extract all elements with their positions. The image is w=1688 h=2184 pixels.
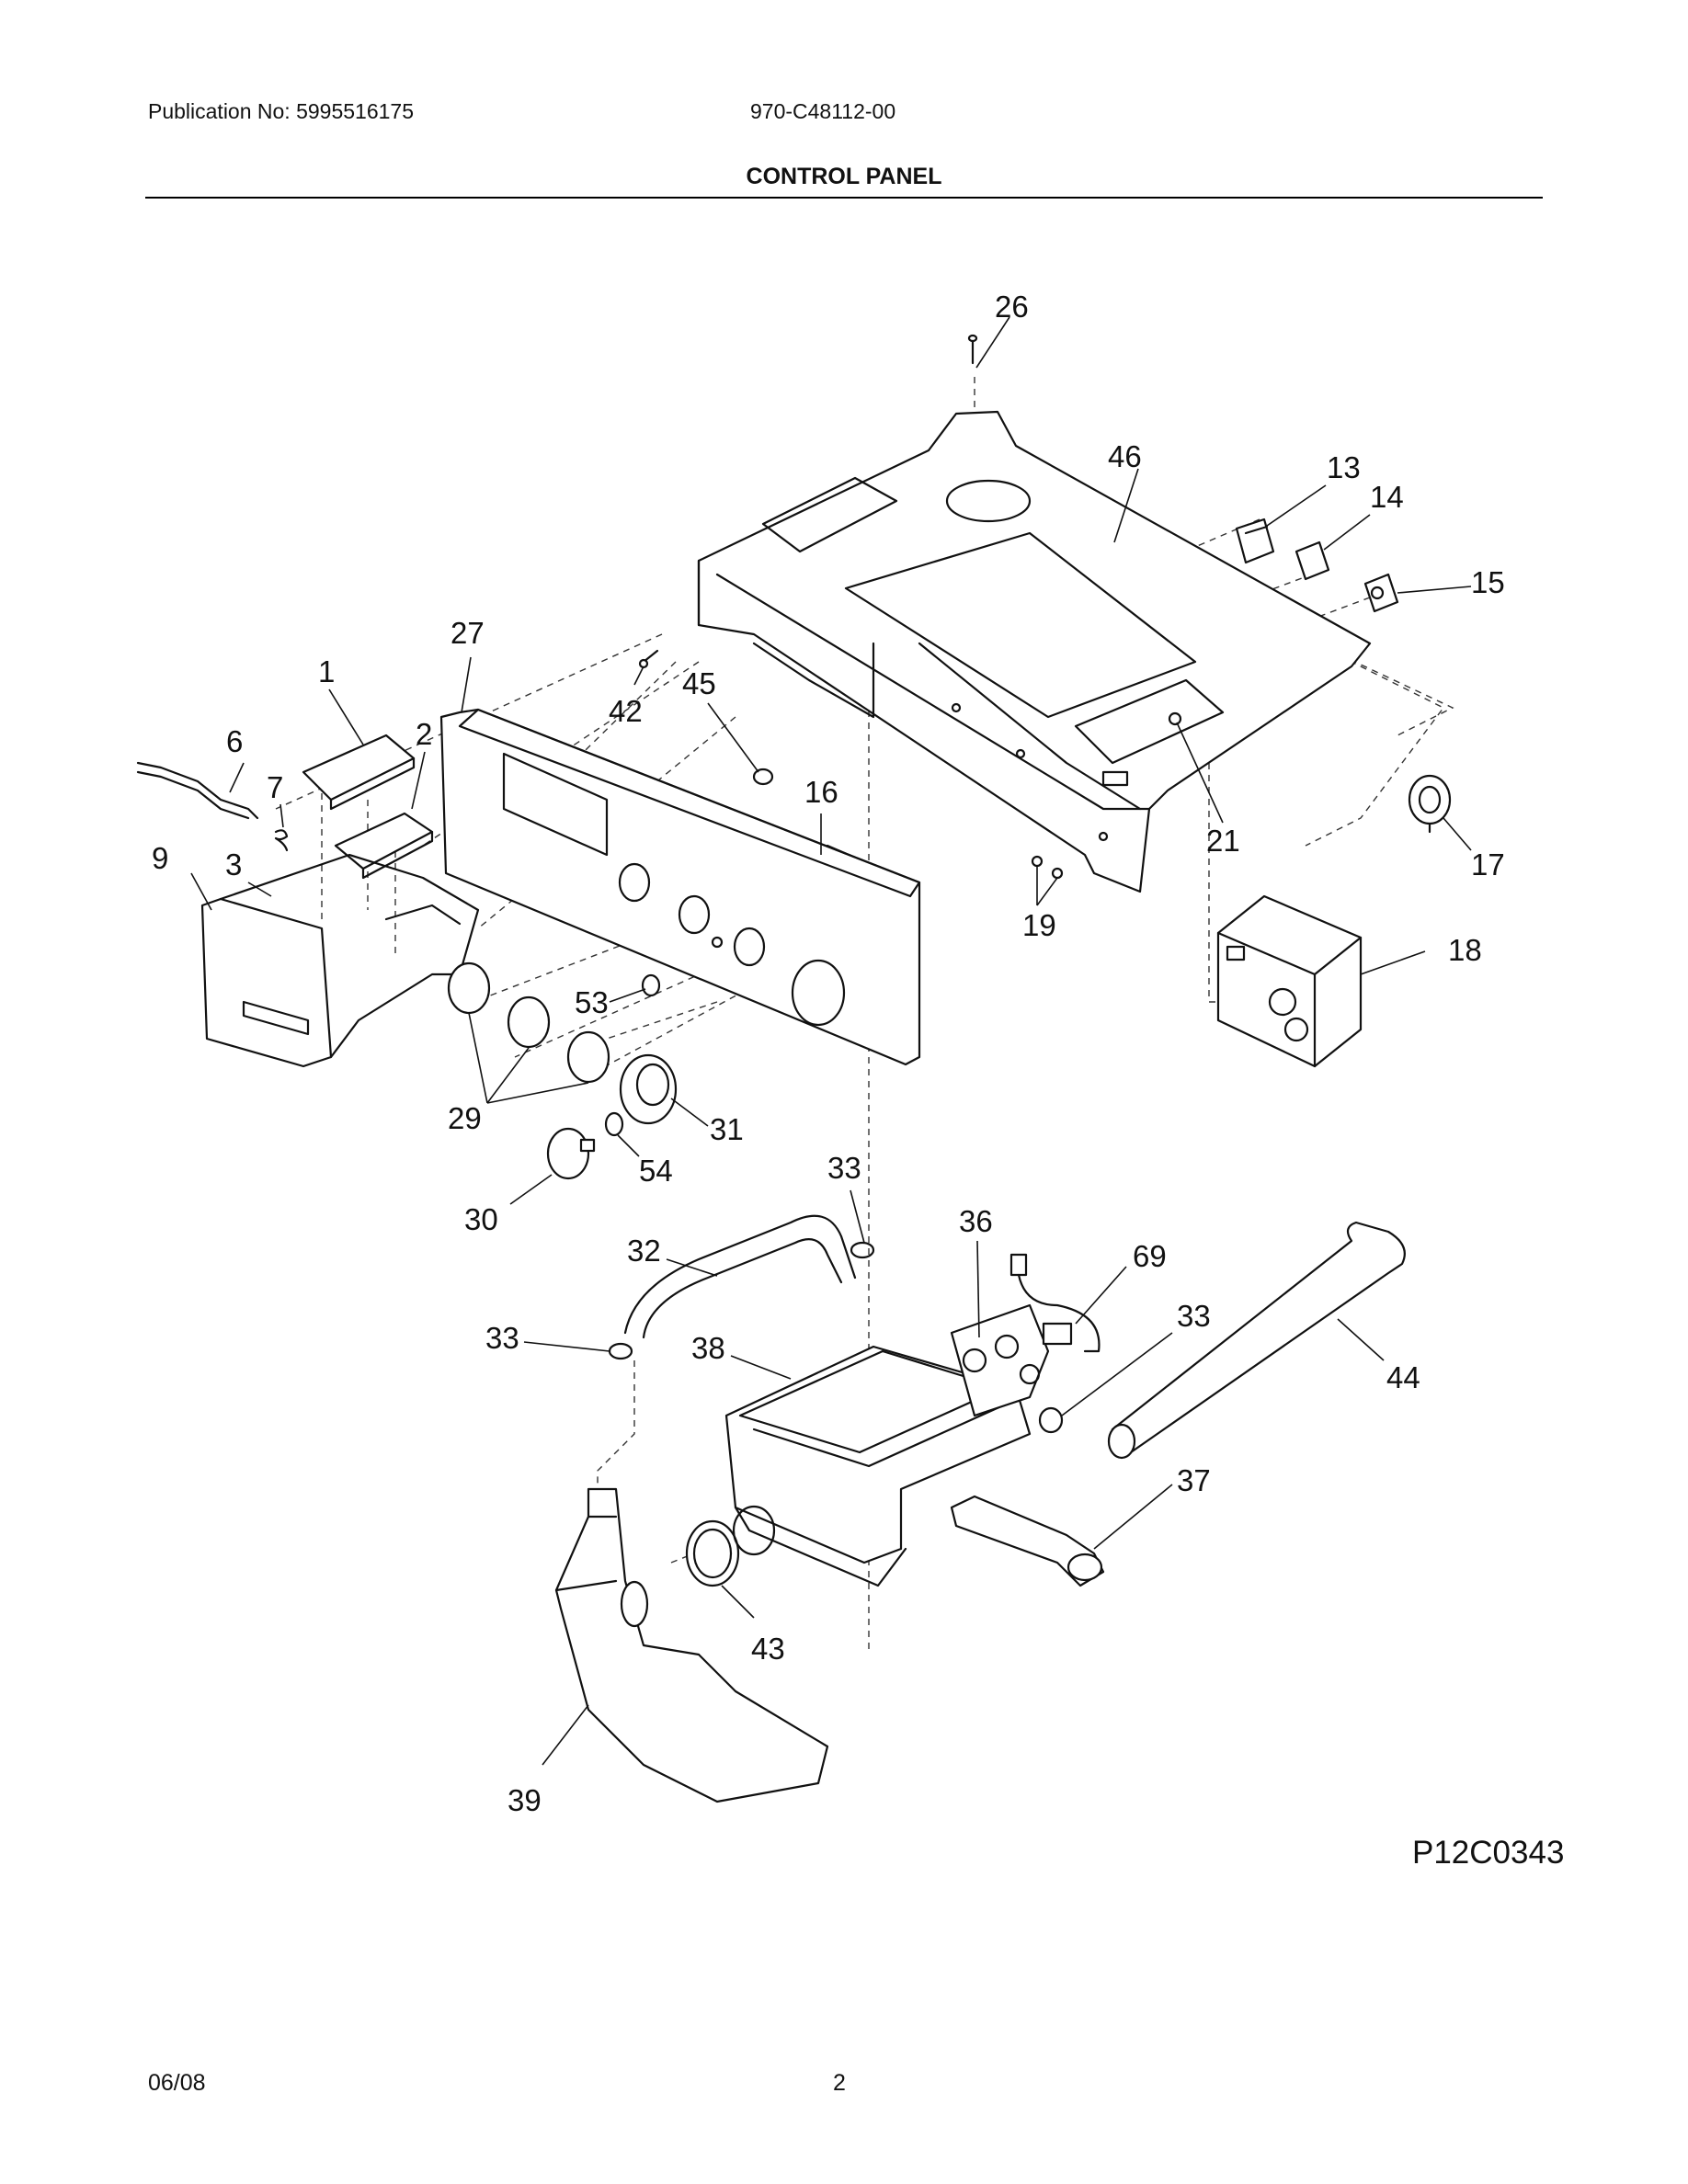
callout-19: 19 xyxy=(1022,908,1056,942)
callout-7: 7 xyxy=(267,770,283,804)
page-number: 2 xyxy=(833,2070,846,2096)
clip-21 xyxy=(1168,711,1182,726)
callout-1: 1 xyxy=(318,654,335,688)
callout-14: 14 xyxy=(1370,480,1404,514)
publication-number: Publication No: 5995516175 xyxy=(148,99,415,123)
diagram-code: P12C0343 xyxy=(1412,1835,1565,1871)
grommet-45 xyxy=(752,768,774,786)
switch-14 xyxy=(1295,540,1330,581)
callout-69: 69 xyxy=(1133,1239,1167,1273)
button-53 xyxy=(641,973,661,997)
callout-6: 6 xyxy=(226,724,243,758)
header-rule xyxy=(145,197,1543,199)
control-bracket-46 xyxy=(697,410,1372,893)
callout-42: 42 xyxy=(609,694,643,728)
callout-33-top: 33 xyxy=(827,1151,861,1185)
switch-15 xyxy=(1363,573,1399,613)
callout-31: 31 xyxy=(710,1112,744,1146)
callout-2: 2 xyxy=(416,717,432,751)
callout-16: 16 xyxy=(804,775,838,809)
dispenser-drawer-9 xyxy=(200,853,480,1068)
callout-33-right: 33 xyxy=(1177,1299,1211,1333)
callout-3: 3 xyxy=(225,847,242,882)
knob-30 xyxy=(546,1127,596,1180)
timer-knob-17 xyxy=(1408,774,1452,834)
spring-7 xyxy=(274,829,289,852)
callout-44: 44 xyxy=(1386,1360,1420,1394)
leader-lines xyxy=(190,316,1472,1766)
callout-39: 39 xyxy=(508,1783,542,1817)
fill-hose-32 xyxy=(623,1214,857,1339)
callout-38: 38 xyxy=(691,1331,725,1365)
callout-26: 26 xyxy=(995,290,1029,324)
dispenser-cap-1 xyxy=(302,734,416,811)
callout-54: 54 xyxy=(639,1154,673,1188)
callout-13: 13 xyxy=(1327,450,1361,484)
page-title: CONTROL PANEL xyxy=(746,164,942,189)
callout-43: 43 xyxy=(751,1632,785,1666)
callout-30: 30 xyxy=(464,1202,498,1236)
seal-43 xyxy=(685,1505,776,1587)
callout-27: 27 xyxy=(451,616,485,650)
callout-29: 29 xyxy=(448,1101,482,1135)
footer-date: 06/08 xyxy=(148,2070,206,2096)
callout-15: 15 xyxy=(1471,565,1505,599)
timer-knob-31 xyxy=(619,1053,678,1125)
callout-53: 53 xyxy=(575,985,609,1019)
hose-44 xyxy=(1107,1221,1406,1460)
console-panel-27 xyxy=(439,708,921,1066)
callout-36: 36 xyxy=(959,1204,993,1238)
screw-26 xyxy=(967,334,978,365)
callout-37: 37 xyxy=(1177,1463,1211,1497)
callout-17: 17 xyxy=(1471,847,1505,882)
selector-knobs-29 xyxy=(447,961,610,1084)
callout-32: 32 xyxy=(627,1234,661,1268)
bracket-6 xyxy=(136,761,259,820)
drain-hose-37 xyxy=(950,1495,1105,1587)
callout-33-left: 33 xyxy=(485,1321,519,1355)
ring-54 xyxy=(604,1111,624,1137)
callout-9: 9 xyxy=(152,841,168,875)
callout-21: 21 xyxy=(1206,824,1240,858)
switch-13 xyxy=(1235,518,1275,564)
callout-45: 45 xyxy=(682,666,716,700)
wire-harness-69 xyxy=(1009,1253,1101,1353)
vent-duct-39 xyxy=(554,1487,829,1803)
callout-18: 18 xyxy=(1448,933,1482,967)
dispenser-housing-38 xyxy=(724,1345,1032,1587)
dispenser-cap-2 xyxy=(334,812,434,880)
inlet-valve-36 xyxy=(950,1303,1050,1417)
control-module-18 xyxy=(1216,894,1363,1068)
callout-labels: 26 46 13 14 15 27 1 45 42 6 2 7 16 9 3 2… xyxy=(152,290,1505,1817)
callout-46: 46 xyxy=(1108,439,1142,473)
screw-42 xyxy=(638,649,659,669)
model-number: 970-C48112-00 xyxy=(750,99,896,123)
